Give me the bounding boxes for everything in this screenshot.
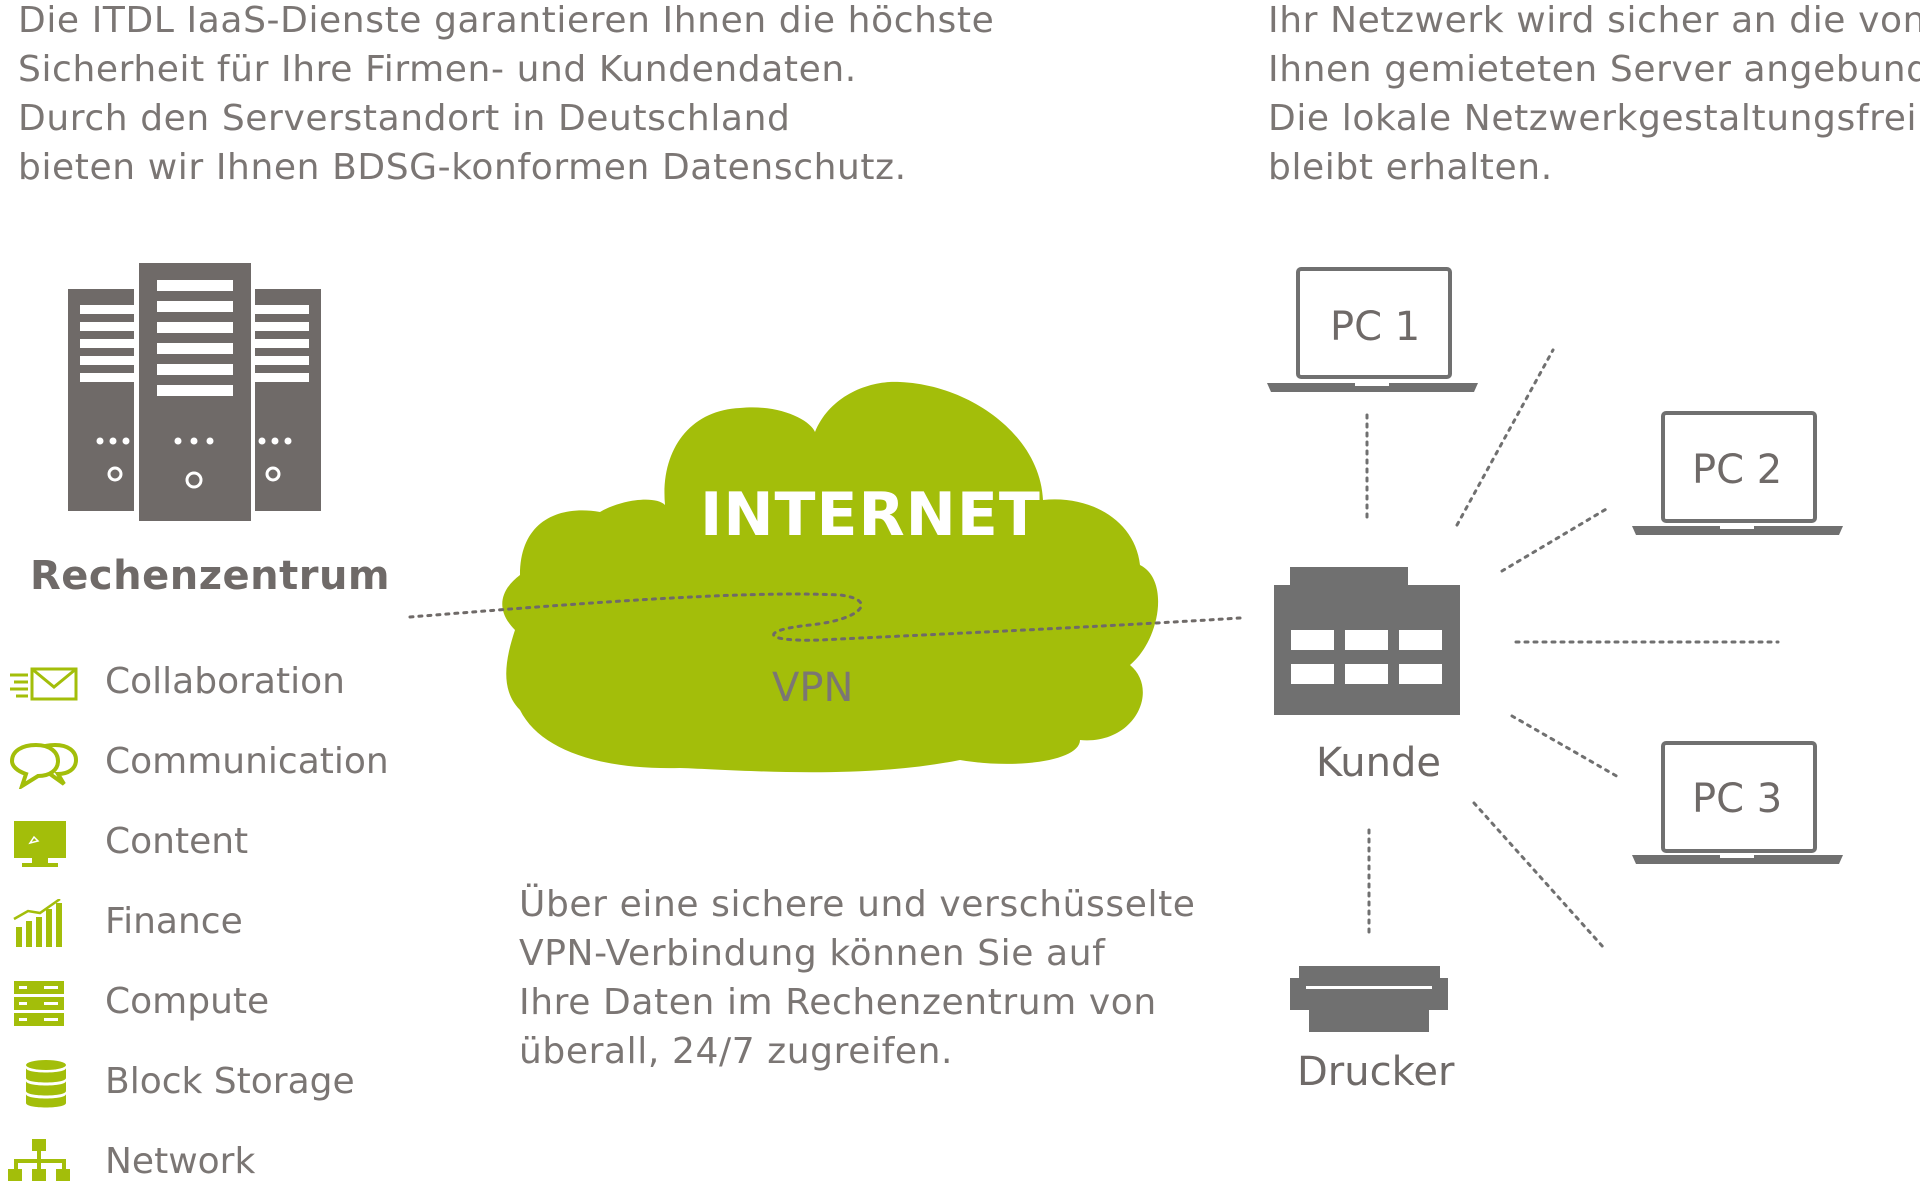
pc3-label: PC 3 — [1692, 776, 1783, 822]
internet-title: INTERNET — [700, 480, 1041, 550]
bar-chart-icon — [13, 899, 62, 947]
service-item-compute: Compute — [0, 975, 380, 1035]
network-tree-icon — [8, 1139, 70, 1181]
internet-cloud-shape — [502, 381, 1159, 773]
service-label: Content — [105, 821, 249, 862]
pc2-label: PC 2 — [1692, 447, 1783, 493]
service-label: Communication — [105, 741, 389, 782]
service-label: Block Storage — [105, 1061, 355, 1102]
printer-icon — [1290, 966, 1448, 1032]
intro-left-line-1: Die ITDL IaaS-Dienste garantieren Ihnen … — [18, 0, 995, 41]
pc1-label: PC 1 — [1330, 304, 1421, 350]
database-icon — [26, 1060, 66, 1108]
vpn-line-4: überall, 24/7 zugreifen. — [519, 1031, 954, 1072]
vpn-line-2: VPN-Verbindung können Sie auf — [519, 933, 1106, 974]
service-item-content: Content — [0, 815, 380, 875]
service-item-finance: Finance — [0, 895, 380, 955]
vpn-line-3: Ihre Daten im Rechenzentrum von — [519, 982, 1157, 1023]
intro-left-line-2: Sicherheit für Ihre Firmen- und Kundenda… — [18, 49, 857, 90]
laptop-pc3-icon — [1632, 741, 1843, 864]
chat-bubbles-icon — [9, 742, 78, 789]
connection-lines — [1365, 348, 1780, 950]
intro-paragraph-right: Ihr Netzwerk wird sicher an die von Ihne… — [1268, 0, 1920, 192]
datacenter-title: Rechenzentrum — [30, 553, 391, 599]
service-label: Finance — [105, 901, 243, 942]
printer-label: Drucker — [1297, 1049, 1455, 1095]
monitor-icon — [14, 821, 66, 867]
service-label: Network — [105, 1141, 256, 1182]
intro-right-line-3: Die lokale Netzwerkgestaltungsfreiheit — [1268, 98, 1920, 139]
laptop-pc1-icon — [1267, 267, 1478, 392]
vpn-line-1: Über eine sichere und verschüsselte — [519, 884, 1196, 925]
service-label: Compute — [105, 981, 270, 1022]
service-item-network: Network — [0, 1135, 380, 1195]
laptop-pc2-icon — [1632, 411, 1843, 535]
service-item-block-storage: Block Storage — [0, 1055, 380, 1115]
service-label: Collaboration — [105, 661, 345, 702]
vpn-paragraph: Über eine sichere und verschüsselte VPN-… — [519, 880, 1196, 1076]
service-item-collaboration: Collaboration — [0, 655, 380, 715]
mail-icon — [10, 667, 78, 701]
vpn-tunnel-line — [408, 592, 1242, 642]
server-stack-icon — [14, 981, 64, 1026]
server-rack-icon — [68, 263, 321, 521]
intro-right-line-2: Ihnen gemieteten Server angebunden. — [1268, 49, 1920, 90]
service-item-communication: Communication — [0, 735, 389, 795]
intro-left-line-3: Durch den Serverstandort in Deutschland — [18, 98, 791, 139]
customer-label: Kunde — [1316, 740, 1441, 786]
intro-right-line-1: Ihr Netzwerk wird sicher an die von — [1268, 0, 1920, 41]
vpn-label: VPN — [772, 665, 854, 711]
intro-right-line-4: bleibt erhalten. — [1268, 147, 1553, 188]
intro-paragraph-left: Die ITDL IaaS-Dienste garantieren Ihnen … — [18, 0, 994, 192]
intro-left-line-4: bieten wir Ihnen BDSG-konformen Datensch… — [18, 147, 907, 188]
building-icon — [1274, 567, 1460, 715]
